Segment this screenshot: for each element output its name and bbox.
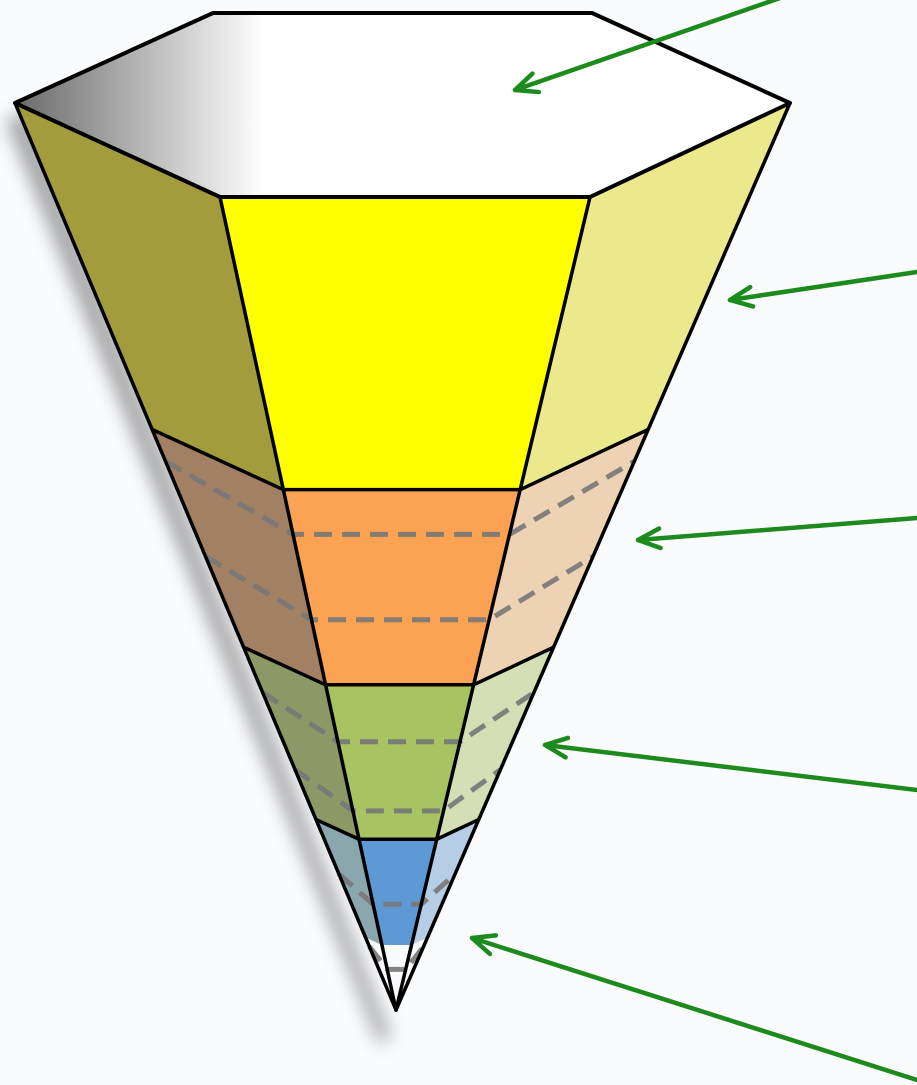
dashed-contour-line [367,944,426,972]
layer-boundary-line [315,817,480,842]
dashed-contour-line [204,554,595,623]
pointer-arrows [469,0,917,1083]
layer-1-right-face [520,103,790,490]
layer-2-front-face [283,489,521,685]
cone-top-face [13,11,792,199]
cone-edge-line [394,101,792,1012]
cone-front-side [220,197,590,945]
layer-3-front-face [325,684,474,840]
dashed-contour-line [164,459,636,537]
dashed-contour-line [261,690,536,745]
layer-3-left-face [243,647,360,840]
layer-2-left-face [152,429,326,685]
cone-edge-line [13,101,398,1012]
arrow-layer-4 [469,933,917,1083]
layer-boundary-line [242,645,555,687]
arrow-top-face [512,0,782,95]
cone-outlines [13,101,792,1012]
layer-1-front-face [220,197,590,490]
dashed-contours [164,459,636,972]
cone-edge-line [394,195,592,1012]
layer-boundary-line [151,427,649,492]
layer-3-right-face [436,647,554,840]
dashed-contour-line [293,767,502,814]
arrow-layer-3 [542,735,917,793]
cone-shadow [6,112,390,1045]
arrow-layer-1 [727,269,917,309]
arrow-layer-2 [635,515,917,551]
layer-1-left-face [15,103,284,490]
dashed-contour-line [337,872,457,907]
cone-left-side [15,103,382,945]
cone-edge-line [218,195,398,1012]
layer-2-right-face [473,429,649,685]
